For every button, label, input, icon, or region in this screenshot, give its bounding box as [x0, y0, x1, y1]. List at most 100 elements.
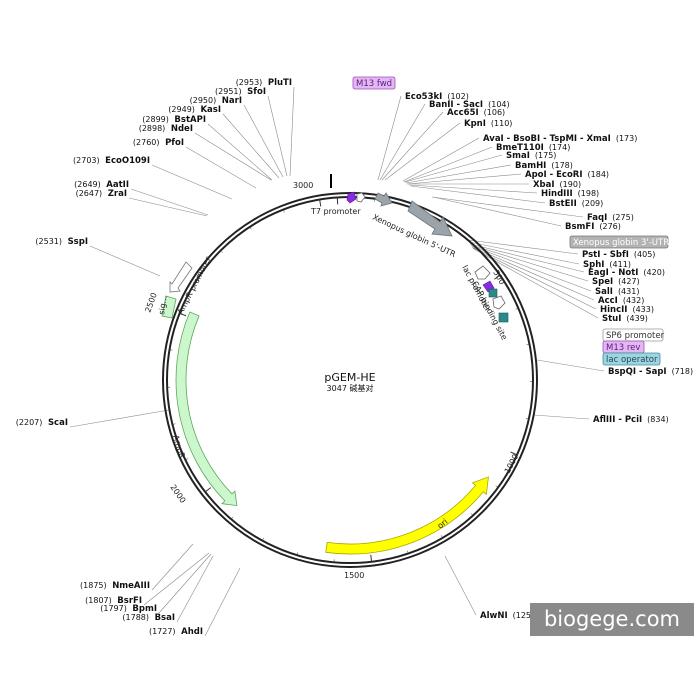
site-leader: [410, 185, 546, 204]
lac-operator-box: lac operator: [602, 352, 661, 366]
site-leader: [404, 154, 503, 183]
restriction-site-label: SphI(411): [583, 260, 631, 270]
lac-operator-marker: [488, 288, 498, 298]
site-leader: [151, 164, 233, 200]
tick-mark: [172, 423, 176, 425]
t7-promoter-label: T7 promoter: [310, 207, 361, 216]
restriction-site-label: BspQI - SapI(718): [608, 367, 693, 377]
site-leader: [432, 196, 562, 227]
svg-text:M13 fwd: M13 fwd: [356, 79, 392, 89]
tick-mark: [370, 554, 373, 562]
site-leader: [243, 104, 284, 178]
restriction-site-label: BsmFI(276): [565, 222, 621, 232]
restriction-site-label: PstI - SbfI(405): [582, 250, 655, 260]
restriction-site-label: Acc65I(106): [447, 108, 505, 118]
site-leader: [408, 184, 538, 194]
site-leader: [204, 567, 241, 637]
tick-mark: [231, 516, 234, 520]
site-leader: [89, 245, 161, 277]
site-leader: [469, 243, 585, 273]
site-leader: [444, 555, 477, 616]
site-leader: [533, 414, 590, 420]
tick-mark: [525, 418, 529, 420]
restriction-site-label: HincII(433): [600, 305, 654, 315]
site-leader: [536, 359, 605, 372]
t7-promoter-marker: [346, 191, 357, 204]
tick-mark: [440, 535, 443, 538]
ampr-promoter-label: AmpR promoter: [176, 255, 213, 316]
site-leader: [468, 241, 580, 265]
small-arrow-feature: [374, 192, 393, 207]
svg-text:lac operator: lac operator: [606, 355, 658, 365]
tick-mark: [204, 487, 212, 493]
backbone-outer: [162, 192, 538, 568]
tick-mark: [494, 274, 501, 280]
restriction-site-label: AlwNI(1250): [480, 611, 539, 621]
restriction-site-label: SpeI(427): [592, 277, 640, 287]
site-leader: [185, 146, 257, 189]
tick-mark: [220, 250, 223, 253]
restriction-site-label: FaqI(275): [587, 213, 634, 223]
restriction-site-label: XbaI(190): [533, 180, 581, 190]
restriction-site-label: (2951) SfoI: [215, 87, 266, 97]
restriction-site-label: (2531) SspI: [35, 237, 88, 247]
tick-mark: [526, 343, 530, 345]
restriction-site-label: StuI(439): [602, 314, 648, 324]
restriction-site-label: EagI - NotI(420): [588, 268, 665, 278]
site-leader: [384, 122, 461, 181]
site-leader: [151, 543, 194, 591]
site-leader: [403, 146, 493, 183]
restriction-site-label: (2949) KasI: [168, 105, 221, 115]
m13-fwd-box: M13 fwd: [352, 76, 396, 90]
tick-label-2500: 2500: [143, 291, 158, 313]
tick-mark: [179, 312, 187, 317]
restriction-site-label: AccI(432): [598, 296, 644, 306]
tick-mark: [470, 513, 474, 516]
t7-promoter-arrow: [356, 192, 366, 203]
site-leader: [207, 123, 273, 181]
tick-mark: [261, 537, 264, 541]
site-leader: [222, 113, 280, 179]
tick-mark: [495, 485, 499, 488]
restriction-site-label: (2899) BstAPI: [142, 115, 206, 125]
site-leader: [158, 553, 212, 614]
tick-mark: [473, 246, 476, 250]
xenopus-5utr-feature: [407, 200, 453, 237]
site-leader: [267, 95, 288, 177]
site-leader: [194, 132, 272, 181]
restriction-site-label: AflIII - PciI(834): [593, 415, 669, 425]
restriction-site-label: (2649) AatII: [74, 180, 129, 190]
restriction-site-label: (2898) NdeI: [139, 124, 193, 134]
ampr-feature: [175, 311, 238, 507]
ampr-promoter-feature: [169, 261, 193, 293]
tick-mark: [515, 307, 519, 310]
tick-label-2000: 2000: [168, 483, 187, 505]
site-leader: [402, 137, 480, 182]
site-leader: [381, 111, 444, 181]
restriction-site-label: HindIII(198): [541, 189, 599, 199]
restriction-site-label: SalI(431): [595, 287, 639, 297]
signal-peptide-feature: [161, 295, 177, 319]
restriction-site-label: (2647) ZraI: [76, 189, 127, 199]
tick-mark: [185, 458, 189, 461]
sp6-promoter-box: SP6 promoter: [602, 328, 665, 342]
restriction-site-label: (2207) ScaI: [16, 418, 68, 428]
watermark-background: [530, 603, 694, 636]
tick-mark: [296, 552, 299, 556]
site-leader: [377, 95, 402, 181]
tick-mark: [196, 279, 200, 282]
site-leader: [406, 173, 522, 185]
restriction-site-label: BmeT110I(174): [496, 143, 570, 153]
restriction-site-label: KpnI(110): [464, 119, 512, 129]
restriction-site-label: ApoI - EcoRI(184): [525, 170, 609, 180]
ori-feature: [325, 476, 489, 555]
restriction-site-label: SmaI(175): [506, 151, 556, 161]
restriction-site-label: (2703) EcoO109I: [73, 156, 150, 166]
site-leader: [289, 86, 295, 177]
xenopus-3utr-box: Xenopus globin 3'-UTR: [569, 235, 669, 249]
restriction-site-label: (2950) NarI: [190, 96, 242, 106]
ampr-label: AmpR: [171, 434, 187, 460]
plasmid-size: 3047 碱基对: [327, 383, 374, 393]
sig-label: sig…: [157, 295, 169, 316]
